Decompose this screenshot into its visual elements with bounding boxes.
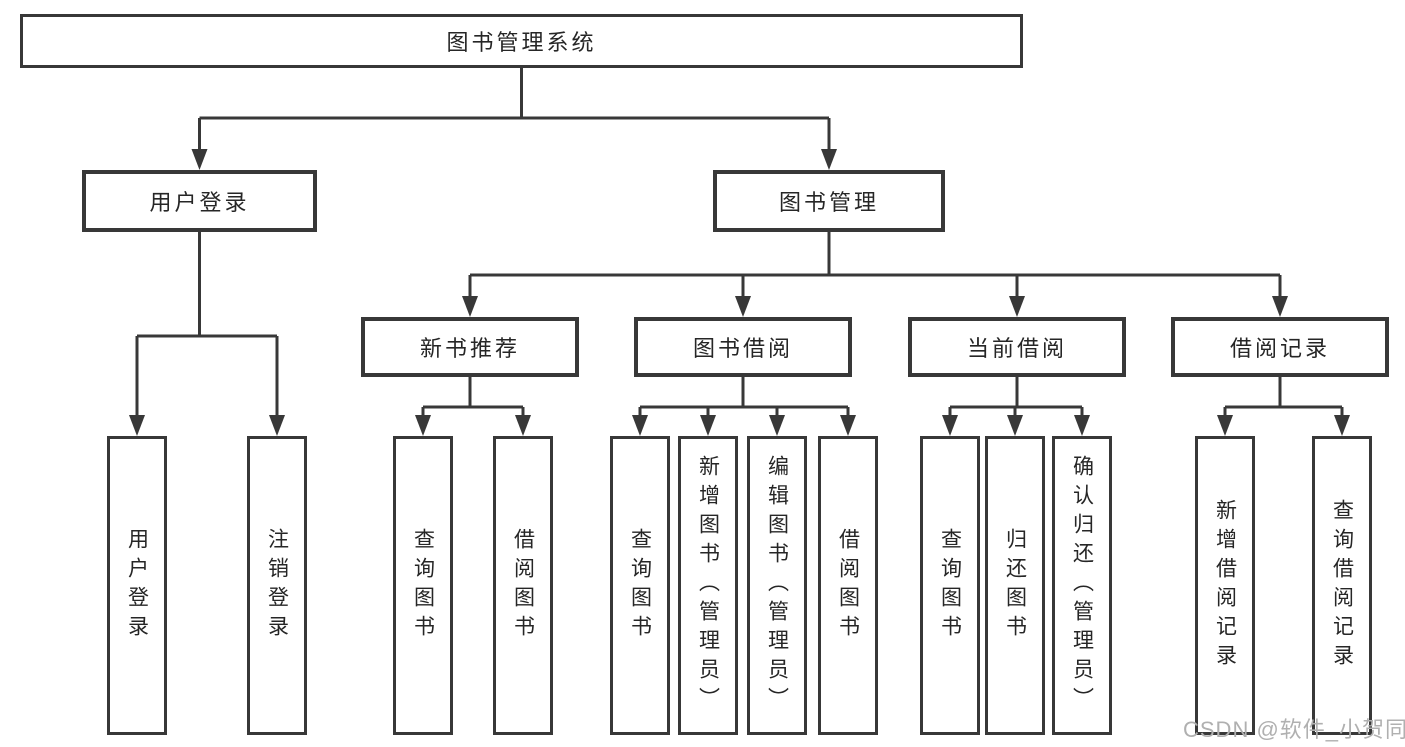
node-user-login: 用户登录 — [82, 170, 317, 232]
leaf-borrow-query-book: 查询图书 — [610, 436, 670, 735]
node-label: 借阅图书 — [836, 527, 860, 644]
watermark: CSDN @软件_小贺同学 — [1183, 717, 1405, 742]
leaf-newbooks-borrow-book: 借阅图书 — [493, 436, 553, 735]
node-label: 查询图书 — [628, 527, 652, 644]
node-label: 注销登录 — [265, 527, 289, 644]
node-label: 查询图书 — [411, 527, 435, 644]
leaf-user-login: 用户登录 — [107, 436, 167, 735]
node-label: 新书推荐 — [419, 336, 520, 361]
node-label: 图书借阅 — [692, 336, 793, 361]
node-new-book-recommend: 新书推荐 — [361, 317, 579, 377]
node-book-borrow: 图书借阅 — [634, 317, 852, 377]
arrowhead-icons — [129, 149, 1350, 436]
leaf-borrow-add-book-admin: 新增图书（管理员） — [678, 436, 738, 735]
leaf-logout: 注销登录 — [247, 436, 307, 735]
leaf-borrow-borrow-book: 借阅图书 — [818, 436, 878, 735]
leaf-records-add-record: 新增借阅记录 — [1195, 436, 1255, 735]
node-label: 图书管理 — [778, 190, 879, 215]
node-label: 图书管理系统 — [446, 30, 597, 55]
node-borrow-records: 借阅记录 — [1171, 317, 1389, 377]
leaf-borrow-edit-book-admin: 编辑图书（管理员） — [747, 436, 807, 735]
node-label: 确认归还（管理员） — [1070, 455, 1094, 716]
leaf-current-confirm-return-admin: 确认归还（管理员） — [1052, 436, 1112, 735]
node-label: 当前借阅 — [966, 336, 1067, 361]
leaf-current-query-book: 查询图书 — [920, 436, 980, 735]
node-label: 归还图书 — [1003, 527, 1027, 644]
node-label: 借阅记录 — [1229, 336, 1330, 361]
node-label: 用户登录 — [149, 190, 250, 215]
leaf-current-return-book: 归还图书 — [985, 436, 1045, 735]
node-book-management: 图书管理 — [713, 170, 945, 232]
node-label: 新增借阅记录 — [1213, 498, 1237, 673]
node-label: 借阅图书 — [511, 527, 535, 644]
node-label: 查询借阅记录 — [1330, 498, 1354, 673]
leaf-records-query-record: 查询借阅记录 — [1312, 436, 1372, 735]
node-label: 查询图书 — [938, 527, 962, 644]
node-label: 用户登录 — [125, 527, 149, 644]
leaf-newbooks-query-book: 查询图书 — [393, 436, 453, 735]
node-current-borrow: 当前借阅 — [908, 317, 1126, 377]
node-label: 编辑图书（管理员） — [765, 455, 789, 716]
node-root-system: 图书管理系统 — [20, 14, 1023, 68]
node-label: 新增图书（管理员） — [696, 455, 720, 716]
